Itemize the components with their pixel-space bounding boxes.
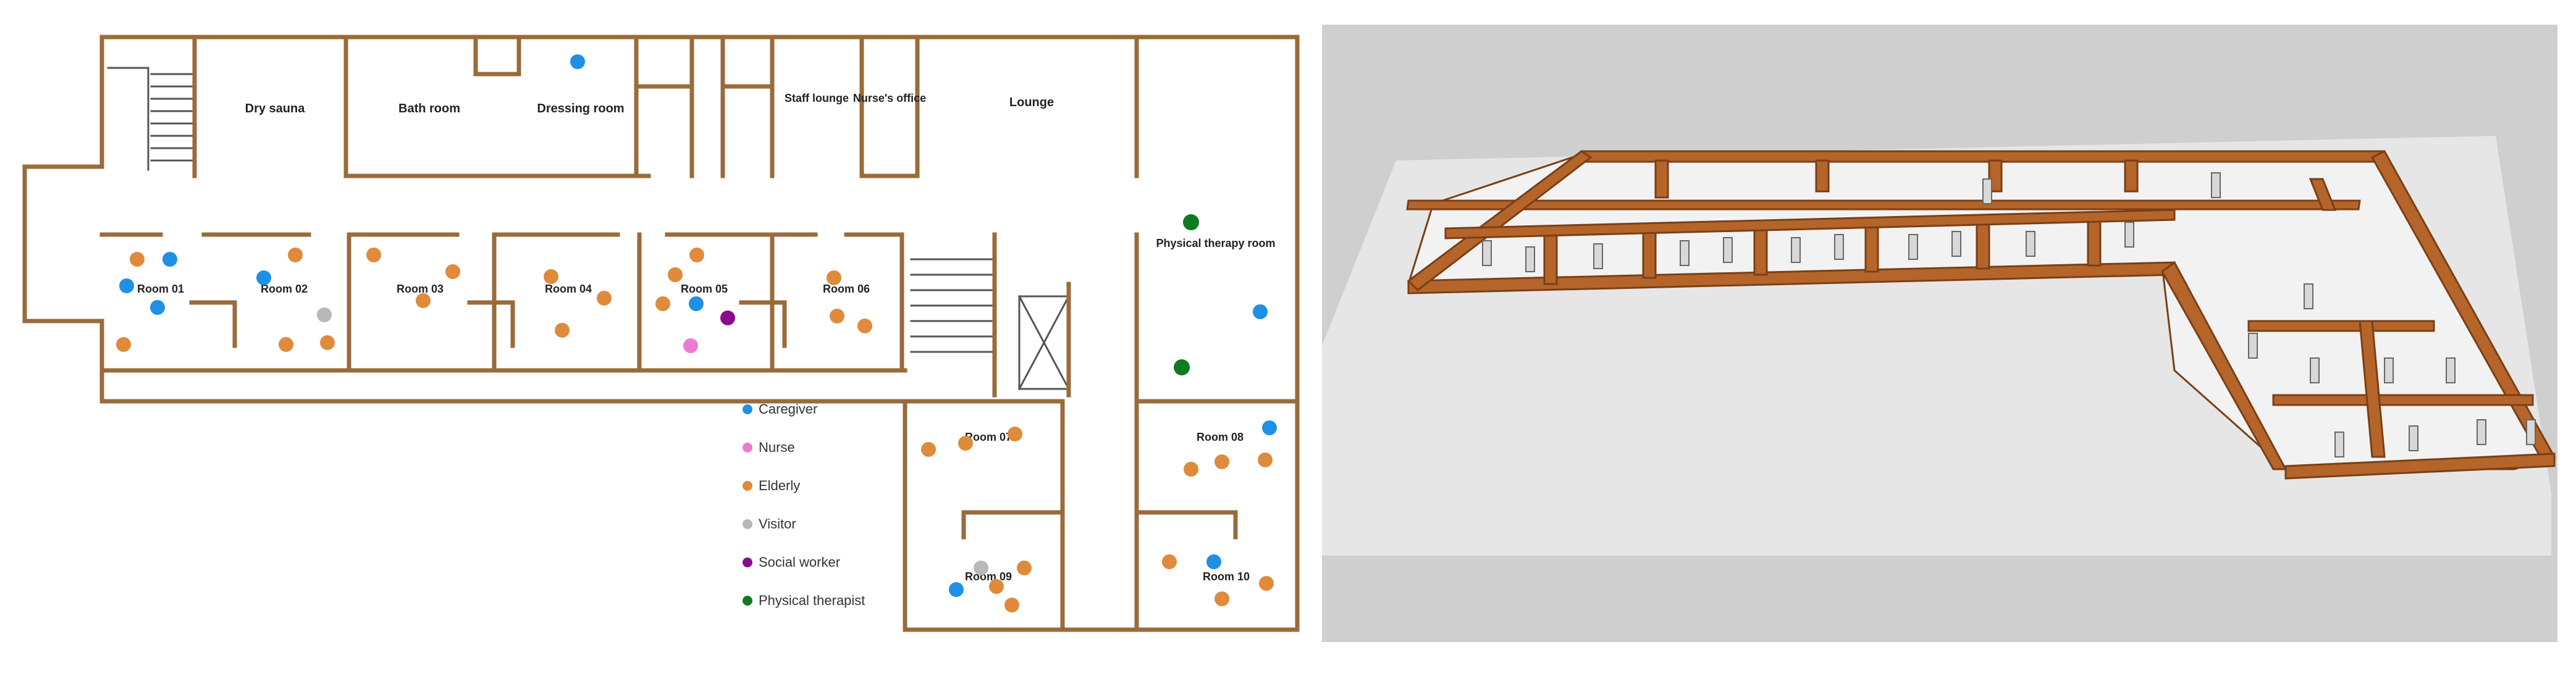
agent-marker-elderly bbox=[827, 270, 841, 285]
room-label-room-08: Room 08 bbox=[1197, 431, 1244, 443]
agent-marker-nurse bbox=[683, 338, 698, 353]
agent-marker-social-worker bbox=[720, 311, 735, 325]
room-label-room-09: Room 09 bbox=[965, 570, 1012, 583]
3d-render bbox=[1322, 25, 2557, 642]
agent-marker-visitor bbox=[974, 561, 988, 575]
agent-marker-caregiver bbox=[689, 296, 704, 311]
agent-marker-elderly bbox=[366, 248, 381, 262]
legend-item-physical-therapist: Physical therapist bbox=[743, 593, 865, 608]
room-label-room-04: Room 04 bbox=[545, 283, 592, 295]
room-label-physical-therapy: Physical therapy room bbox=[1156, 237, 1275, 249]
legend-label-caregiver: Caregiver bbox=[759, 401, 817, 417]
legend-swatch-nurse bbox=[743, 443, 752, 453]
legend-label-physical-therapist: Physical therapist bbox=[759, 593, 865, 608]
agent-marker-elderly bbox=[1162, 554, 1177, 569]
agent-marker-elderly bbox=[288, 248, 303, 262]
room-label-staff-lounge: Staff lounge bbox=[785, 92, 849, 104]
agent-marker-caregiver bbox=[150, 300, 165, 315]
room-label-room-03: Room 03 bbox=[397, 283, 444, 295]
legend-swatch-elderly bbox=[743, 481, 752, 491]
agent-marker-elderly bbox=[116, 337, 131, 352]
render-figures bbox=[1482, 172, 2536, 457]
agent-marker-elderly bbox=[1214, 454, 1229, 469]
agent-marker-visitor bbox=[317, 307, 332, 322]
room-label-room-01: Room 01 bbox=[137, 283, 184, 295]
agent-marker-caregiver bbox=[570, 54, 585, 69]
agent-marker-elderly bbox=[958, 436, 973, 451]
room-label-room-07: Room 07 bbox=[965, 431, 1012, 443]
agent-marker-elderly bbox=[1008, 427, 1022, 441]
agent-marker-elderly bbox=[668, 267, 683, 282]
room-label-dressing-room: Dressing room bbox=[537, 102, 624, 115]
agent-marker-caregiver bbox=[1253, 304, 1268, 319]
legend-swatch-social-worker bbox=[743, 557, 752, 567]
agent-marker-elderly bbox=[544, 269, 558, 284]
agent-markers bbox=[116, 54, 1277, 612]
room-label-bath-room: Bath room bbox=[398, 102, 460, 115]
agent-marker-elderly bbox=[130, 252, 145, 267]
legend-item-visitor: Visitor bbox=[743, 516, 796, 532]
room-label-room-10: Room 10 bbox=[1203, 570, 1250, 583]
agent-marker-elderly bbox=[689, 248, 704, 262]
legend-swatch-physical-therapist bbox=[743, 596, 752, 606]
legend-item-caregiver: Caregiver bbox=[743, 401, 817, 417]
room-labels: Dry sauna Bath room Dressing room Staff … bbox=[137, 92, 1276, 583]
agent-marker-elderly bbox=[857, 319, 872, 333]
agent-marker-elderly bbox=[989, 579, 1004, 594]
agent-marker-physical-therapist bbox=[1174, 359, 1190, 375]
render-building bbox=[1406, 150, 2556, 480]
agent-marker-elderly bbox=[597, 291, 612, 306]
agent-marker-caregiver bbox=[162, 252, 177, 267]
plan-walls bbox=[22, 35, 1300, 632]
agent-marker-elderly bbox=[1184, 462, 1198, 477]
agent-marker-elderly bbox=[1258, 453, 1273, 467]
legend-swatch-caregiver bbox=[743, 404, 752, 414]
legend-item-elderly: Elderly bbox=[743, 478, 800, 493]
agent-marker-caregiver bbox=[256, 270, 271, 285]
agent-marker-elderly bbox=[921, 442, 936, 457]
agent-marker-elderly bbox=[1017, 561, 1032, 575]
agent-marker-elderly bbox=[1004, 598, 1019, 612]
agent-marker-elderly bbox=[555, 323, 570, 338]
agent-marker-elderly bbox=[655, 296, 670, 311]
agent-marker-elderly bbox=[1214, 591, 1229, 606]
floor-plan: Dry sauna Bath room Dressing room Staff … bbox=[22, 35, 1300, 632]
agent-marker-elderly bbox=[279, 337, 293, 352]
room-label-dry-sauna: Dry sauna bbox=[245, 102, 306, 115]
legend-item-social-worker: Social worker bbox=[743, 554, 840, 570]
agent-marker-elderly bbox=[320, 335, 335, 350]
legend: Caregiver Nurse Elderly Visitor Social w… bbox=[743, 401, 865, 608]
room-label-room-02: Room 02 bbox=[261, 283, 308, 295]
agent-marker-elderly bbox=[830, 309, 844, 323]
legend-swatch-visitor bbox=[743, 519, 752, 529]
room-label-room-06: Room 06 bbox=[823, 283, 870, 295]
agent-marker-caregiver bbox=[1206, 554, 1221, 569]
room-label-room-05: Room 05 bbox=[681, 283, 728, 295]
legend-label-visitor: Visitor bbox=[759, 516, 796, 532]
room-label-lounge: Lounge bbox=[1009, 96, 1054, 109]
agent-marker-elderly bbox=[445, 264, 460, 279]
legend-label-elderly: Elderly bbox=[759, 478, 800, 493]
room-label-nurses-office: Nurse's office bbox=[853, 92, 926, 104]
agent-marker-physical-therapist bbox=[1183, 214, 1199, 230]
agent-marker-elderly bbox=[1259, 576, 1274, 591]
agent-marker-caregiver bbox=[119, 278, 134, 293]
agent-marker-caregiver bbox=[949, 582, 964, 597]
legend-item-nurse: Nurse bbox=[743, 440, 795, 455]
agent-marker-elderly bbox=[416, 293, 431, 308]
agent-marker-caregiver bbox=[1262, 420, 1277, 435]
legend-label-nurse: Nurse bbox=[759, 440, 795, 455]
legend-label-social-worker: Social worker bbox=[759, 554, 840, 570]
